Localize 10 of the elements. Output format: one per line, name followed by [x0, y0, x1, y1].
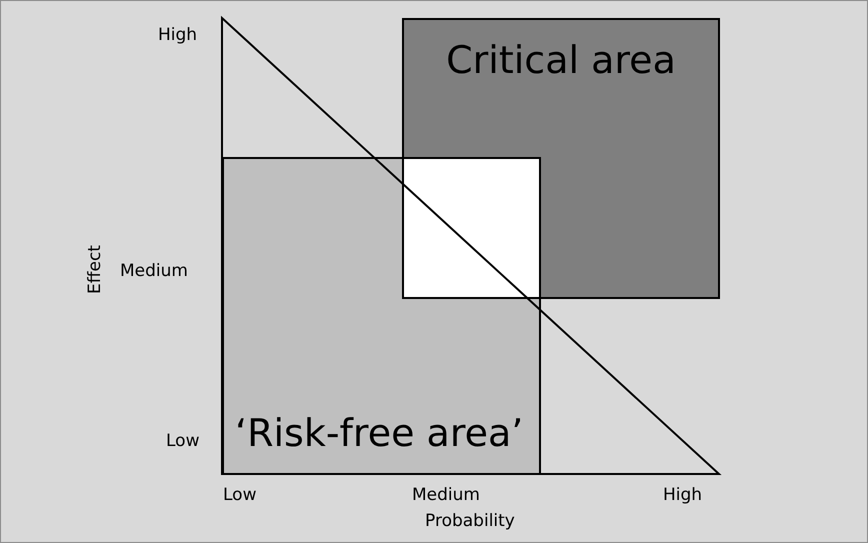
area-label: Critical area — [446, 40, 676, 82]
axis-tick-label: High — [663, 487, 702, 504]
area-label: ‘Risk-free area’ — [235, 413, 524, 455]
axis-title: Effect — [86, 245, 104, 294]
axis-tick-label: Medium — [120, 263, 188, 280]
axis-title: Probability — [425, 513, 515, 530]
axis-tick-label: Low — [166, 433, 200, 450]
axis-tick-label: High — [158, 27, 198, 44]
axis-tick-label: Low — [223, 487, 256, 504]
axis-tick-label: Medium — [412, 487, 480, 504]
